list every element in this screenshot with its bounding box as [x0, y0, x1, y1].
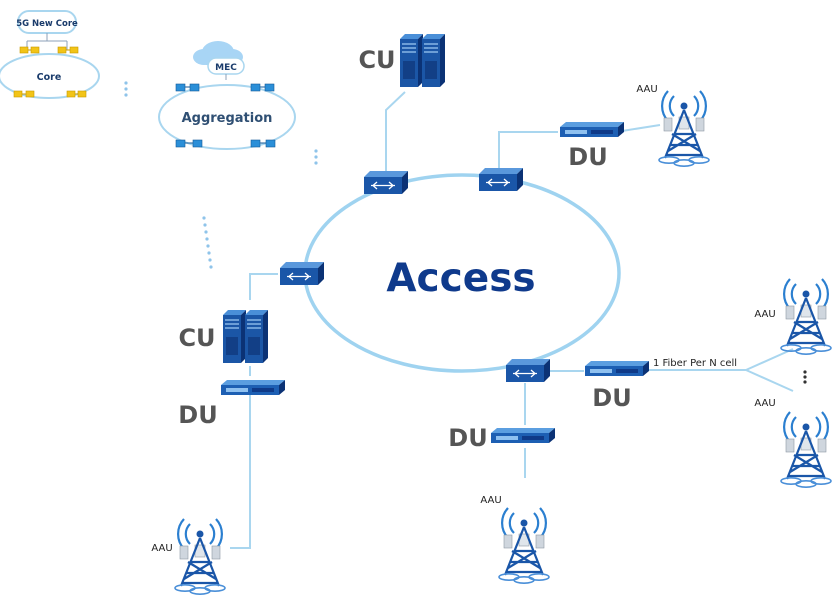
antenna-tower-icon-right-lower — [779, 410, 833, 489]
du-unit-icon-left — [221, 380, 285, 395]
core-top-label: 5G New Core — [16, 19, 78, 29]
link-cu-top — [385, 91, 406, 175]
aau-label-bottom: AAU — [480, 495, 501, 506]
switch-icon-top-left — [363, 170, 409, 195]
dotted-links — [124, 81, 318, 269]
switch-icon-left — [279, 261, 325, 286]
aggregation-label: Aggregation — [182, 111, 273, 126]
more-cells-ellipsis — [803, 370, 807, 384]
antenna-tower-icon-top — [657, 89, 711, 168]
core-nodes — [13, 46, 87, 98]
switch-icon-top-right — [478, 167, 524, 192]
mec-label: MEC — [215, 63, 237, 73]
link-du-aau-left — [230, 395, 251, 549]
du-label-bottom: DU — [448, 424, 487, 452]
aau-label-top: AAU — [636, 84, 657, 95]
core-label: Core — [37, 72, 62, 83]
du-label-left: DU — [178, 401, 217, 429]
link-du-top — [498, 131, 558, 170]
switch-icon-bottom — [505, 358, 551, 383]
fiber-note-label: 1 Fiber Per N cell — [653, 358, 737, 369]
core-cluster: 5G New Core Core — [0, 10, 100, 99]
antenna-tower-icon-bottom — [497, 506, 551, 585]
du-unit-icon-top — [560, 122, 624, 137]
server-icon-left — [222, 309, 269, 364]
aggregation-ring — [158, 84, 296, 150]
fiber-branch-lower — [745, 369, 794, 392]
du-label-right: DU — [592, 384, 631, 412]
du-label-top: DU — [568, 143, 607, 171]
aau-label-right-upper: AAU — [754, 309, 775, 320]
server-icon-top — [399, 33, 446, 88]
aau-label-right-lower: AAU — [754, 398, 775, 409]
link-cu-left — [249, 273, 278, 300]
aau-label-left: AAU — [151, 543, 172, 554]
antenna-tower-icon-left — [173, 517, 227, 596]
fiber-branch-upper — [745, 348, 794, 371]
link-du-aau-top — [621, 124, 661, 132]
aggregation-cluster: MEC Aggregation — [158, 41, 296, 150]
core-ring — [0, 53, 100, 99]
connection-lines — [230, 91, 794, 549]
cu-label-top: CU — [358, 46, 395, 74]
du-unit-icon-right — [585, 361, 649, 376]
antenna-tower-icon-right-upper — [779, 277, 833, 356]
aggregation-nodes — [175, 83, 276, 148]
cu-label-left: CU — [178, 324, 215, 352]
access-label: Access — [386, 256, 535, 301]
du-unit-icon-bottom — [491, 428, 555, 443]
